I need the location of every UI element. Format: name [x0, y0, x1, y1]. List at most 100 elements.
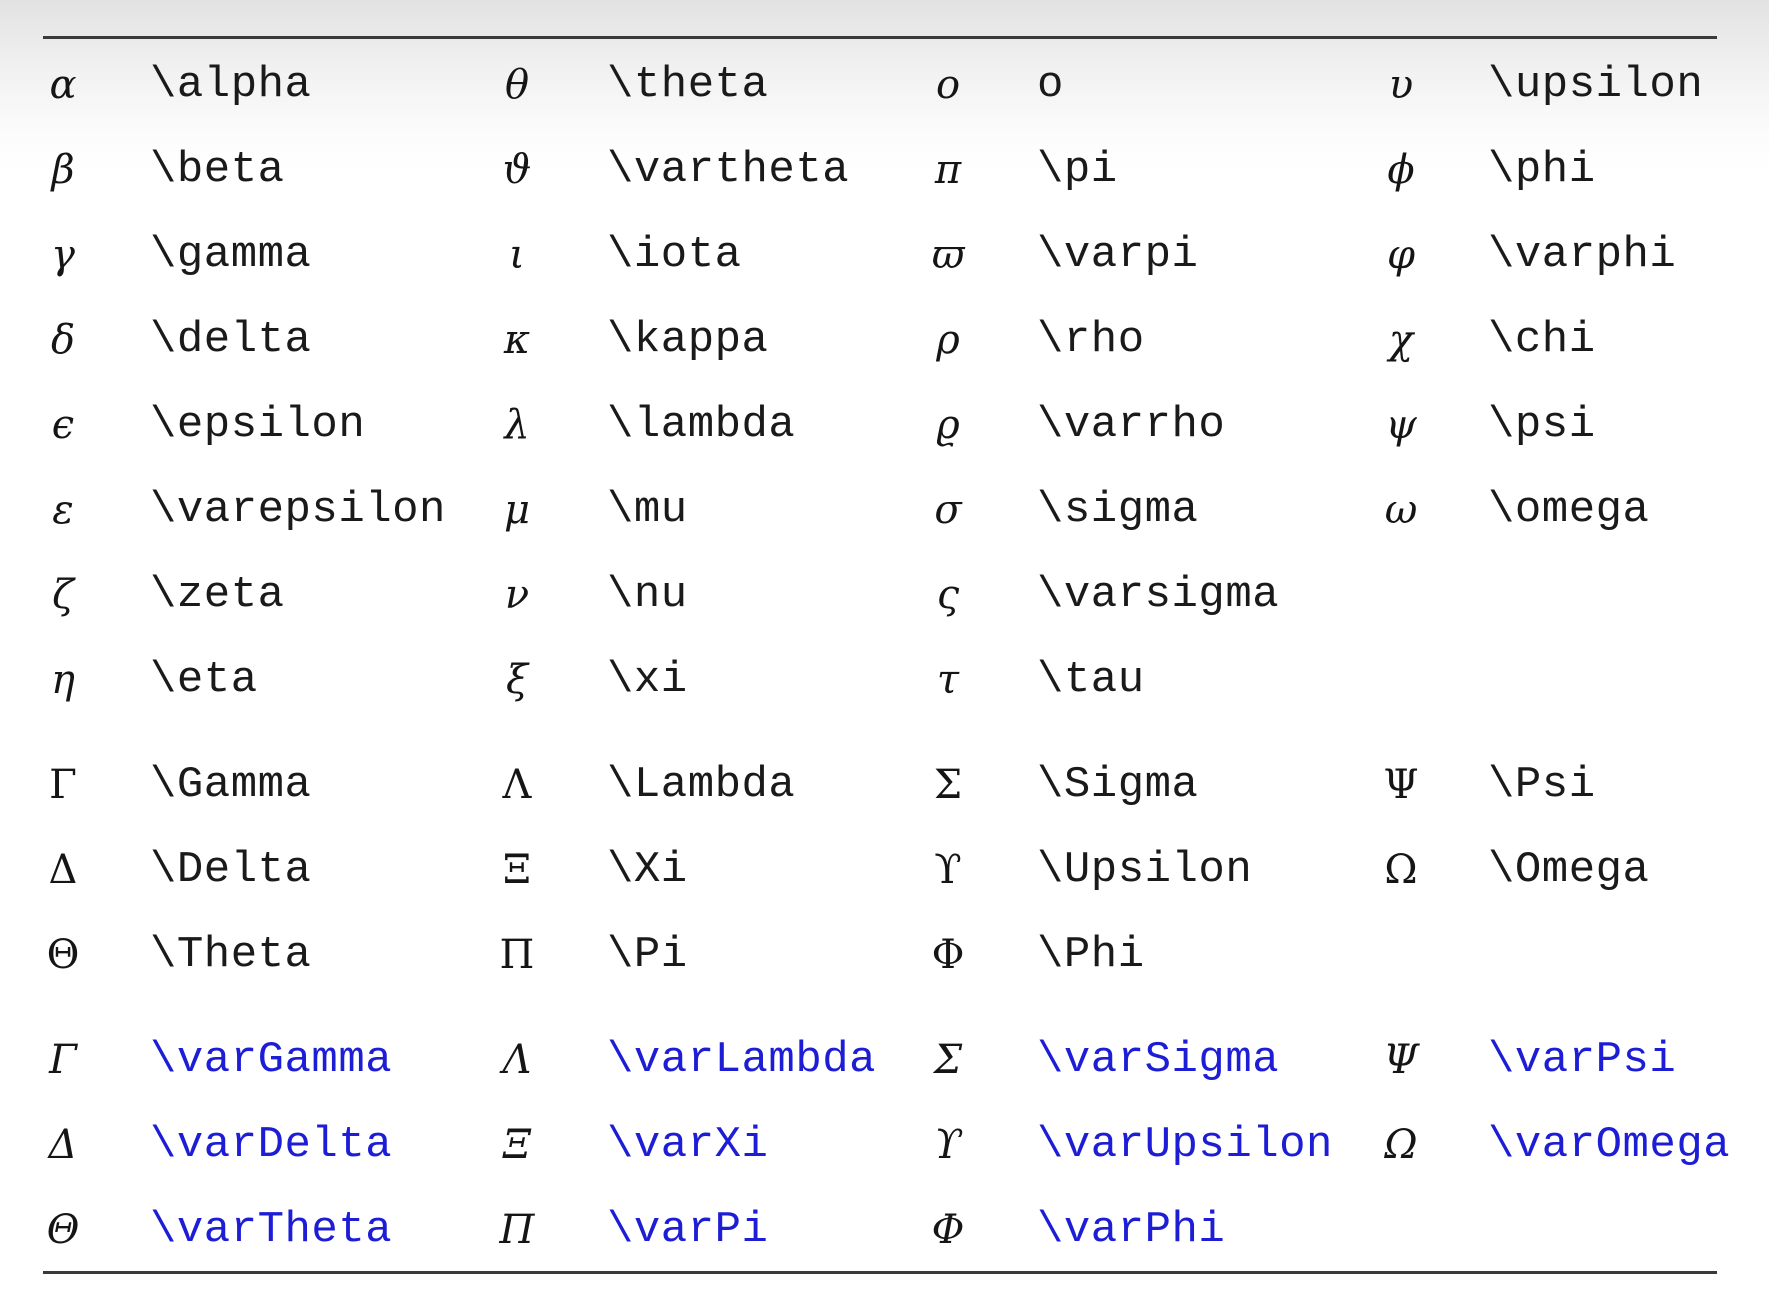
symbol-cell: Σ [933, 762, 963, 808]
symbol-cell: o [935, 62, 961, 108]
symbol-cell: ε [52, 487, 74, 533]
command-cell: \iota [607, 230, 742, 280]
table-row: ϵ \epsilon λ \lambda ϱ \varrho ψ \psi [0, 395, 1769, 455]
symbol-cell: Γ [49, 762, 77, 808]
table-row: Δ \Delta Ξ \Xi ϒ \Upsilon Ω \Omega [0, 840, 1769, 900]
command-cell: \mu [607, 485, 688, 535]
command-cell: \kappa [607, 315, 769, 365]
symbol-cell: μ [504, 487, 530, 533]
command-cell: \lambda [607, 400, 796, 450]
symbol-cell: Ψ [1383, 1037, 1419, 1083]
symbol-cell: Ω [1384, 1122, 1418, 1168]
symbol-cell: φ [1386, 232, 1415, 278]
command-cell: \Gamma [150, 760, 312, 810]
symbol-cell: α [49, 62, 77, 108]
symbol-cell: ϑ [502, 147, 532, 193]
command-cell: \gamma [150, 230, 312, 280]
command-cell: \varTheta [150, 1205, 393, 1255]
command-cell: \varPsi [1488, 1035, 1677, 1085]
command-cell: \varphi [1488, 230, 1677, 280]
symbol-cell: Λ [502, 762, 532, 808]
symbol-cell: Σ [933, 1037, 963, 1083]
table-bottom-rule [43, 1271, 1717, 1274]
command-cell: \nu [607, 570, 688, 620]
symbol-cell: η [51, 657, 75, 703]
command-cell: \Lambda [607, 760, 796, 810]
symbol-cell: ζ [52, 572, 74, 618]
command-cell: \Omega [1488, 845, 1650, 895]
command-cell: \upsilon [1488, 60, 1704, 110]
symbol-cell: ϕ [1387, 147, 1415, 193]
table-row: α \alpha θ \theta o o υ \upsilon [0, 55, 1769, 115]
command-cell: \pi [1037, 145, 1118, 195]
command-cell: \varLambda [607, 1035, 877, 1085]
command-cell: \chi [1488, 315, 1596, 365]
command-cell: \sigma [1037, 485, 1199, 535]
command-cell: \varPi [607, 1205, 769, 1255]
symbol-cell: Δ [48, 1122, 78, 1168]
symbol-cell: σ [934, 487, 962, 533]
table-row: Δ \varDelta Ξ \varXi ϒ \varUpsilon Ω \va… [0, 1115, 1769, 1175]
command-cell: \epsilon [150, 400, 366, 450]
symbol-cell: Δ [48, 847, 78, 893]
symbol-cell: ς [936, 572, 960, 618]
symbol-cell: Ξ [502, 847, 532, 893]
symbol-cell: β [51, 147, 75, 193]
symbol-cell: Φ [931, 932, 965, 978]
symbol-cell: π [934, 147, 962, 193]
symbol-cell: ϵ [51, 402, 75, 448]
command-cell: \tau [1037, 655, 1145, 705]
symbol-cell: κ [503, 317, 531, 363]
table-row: β \beta ϑ \vartheta π \pi ϕ \phi [0, 140, 1769, 200]
symbol-cell: ϒ [934, 847, 962, 893]
symbol-cell: Ω [1384, 847, 1418, 893]
command-cell: \zeta [150, 570, 285, 620]
command-cell: \varOmega [1488, 1120, 1731, 1170]
symbol-cell: Π [499, 1207, 535, 1253]
symbol-cell: Π [499, 932, 535, 978]
command-cell: \varUpsilon [1037, 1120, 1333, 1170]
table-row: Γ \varGamma Λ \varLambda Σ \varSigma Ψ \… [0, 1030, 1769, 1090]
symbol-cell: Ψ [1383, 762, 1419, 808]
command-cell: \beta [150, 145, 285, 195]
command-cell: \psi [1488, 400, 1596, 450]
table-row: Θ \varTheta Π \varPi Φ \varPhi [0, 1200, 1769, 1260]
command-cell: \theta [607, 60, 769, 110]
symbol-cell: χ [1388, 317, 1414, 363]
symbol-cell: Λ [502, 1037, 532, 1083]
symbol-cell: θ [504, 62, 530, 108]
symbol-cell: Θ [46, 1207, 80, 1253]
table-row: γ \gamma ι \iota ϖ \varpi φ \varphi [0, 225, 1769, 285]
symbol-cell: ξ [505, 657, 529, 703]
command-cell: \rho [1037, 315, 1145, 365]
command-cell: \varsigma [1037, 570, 1280, 620]
table-row: Γ \Gamma Λ \Lambda Σ \Sigma Ψ \Psi [0, 755, 1769, 815]
command-cell: \omega [1488, 485, 1650, 535]
command-cell: \varXi [607, 1120, 769, 1170]
command-cell: \eta [150, 655, 258, 705]
symbol-cell: λ [504, 402, 530, 448]
symbol-cell: ϱ [936, 402, 960, 448]
command-cell: \xi [607, 655, 688, 705]
table-top-rule [43, 36, 1717, 39]
command-cell: \Theta [150, 930, 312, 980]
symbol-cell: Ξ [502, 1122, 532, 1168]
command-cell: o [1037, 60, 1064, 110]
command-cell: \varrho [1037, 400, 1226, 450]
table-row: η \eta ξ \xi τ \tau [0, 650, 1769, 710]
command-cell: \Upsilon [1037, 845, 1253, 895]
symbol-cell: υ [1388, 62, 1414, 108]
command-cell: \alpha [150, 60, 312, 110]
command-cell: \Sigma [1037, 760, 1199, 810]
symbol-cell: ψ [1385, 402, 1417, 448]
command-cell: \Xi [607, 845, 688, 895]
symbol-cell: τ [936, 657, 960, 703]
command-cell: \varPhi [1037, 1205, 1226, 1255]
symbol-cell: Θ [46, 932, 80, 978]
symbol-cell: ι [509, 232, 525, 278]
command-cell: \varepsilon [150, 485, 446, 535]
symbol-cell: ϒ [934, 1122, 962, 1168]
table-row: ζ \zeta ν \nu ς \varsigma [0, 565, 1769, 625]
symbol-cell: Φ [931, 1207, 965, 1253]
command-cell: \varDelta [150, 1120, 393, 1170]
